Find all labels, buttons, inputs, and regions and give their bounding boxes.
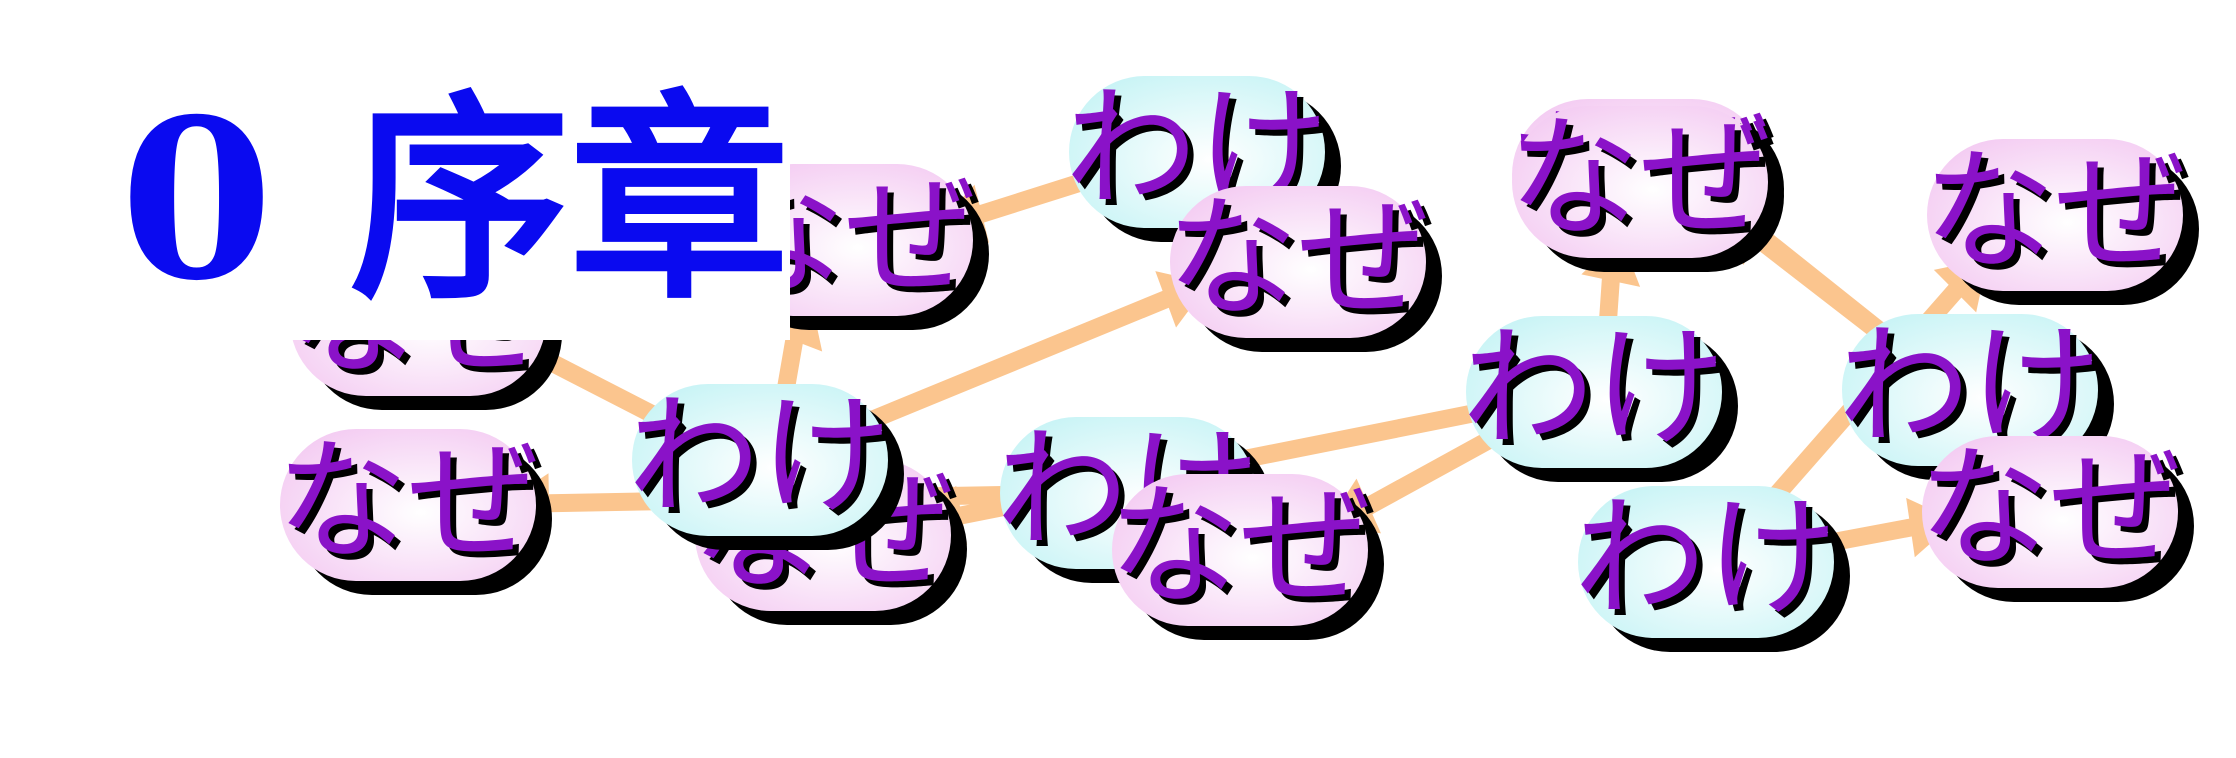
node-label: なぜ	[276, 425, 540, 579]
page-title: 0 序章	[120, 70, 790, 329]
svg-text:わけ: わけ	[1580, 488, 1844, 642]
svg-text:なぜ: なぜ	[282, 431, 546, 585]
svg-text:なぜ: なぜ	[1514, 108, 1778, 262]
node-label: なぜ	[1923, 135, 2187, 289]
svg-text:なぜ: なぜ	[1924, 438, 2188, 592]
svg-text:なぜ: なぜ	[1114, 476, 1378, 630]
node-label: わけ	[1462, 312, 1726, 466]
node-label: なぜ	[1508, 102, 1772, 256]
node-label: なぜ	[1108, 470, 1372, 624]
node-label: わけ	[1574, 482, 1838, 636]
node-label: なぜ	[1918, 432, 2182, 586]
svg-text:わけ: わけ	[1468, 318, 1732, 472]
svg-text:なぜ: なぜ	[1172, 188, 1436, 342]
title-panel	[100, 70, 790, 340]
node-label: わけ	[628, 380, 892, 534]
nodes-layer: なぜなぜわけわけなぜなぜなぜなぜなぜなぜなぜなぜわけわけわけわけなぜなぜわけわけ…	[276, 72, 2199, 652]
svg-text:わけ: わけ	[634, 386, 898, 540]
svg-text:なぜ: なぜ	[1929, 141, 2193, 295]
node-label: なぜ	[1166, 182, 1430, 336]
